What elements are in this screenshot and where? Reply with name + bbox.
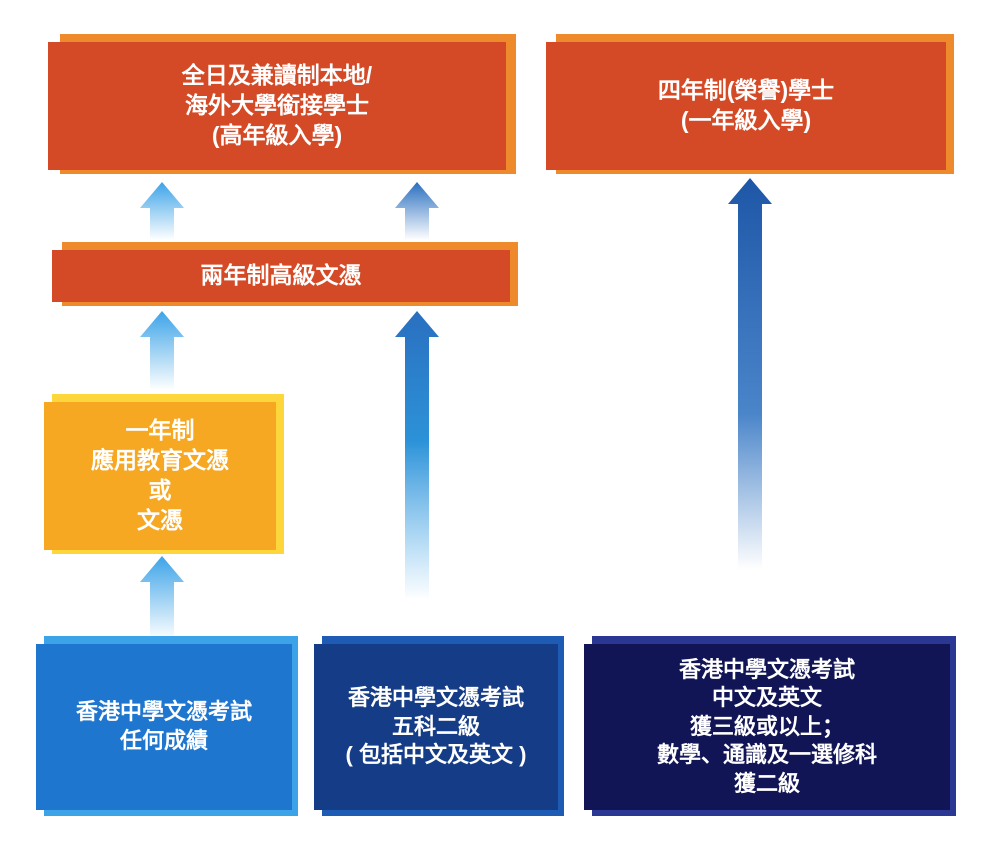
arrow-yellow-to-middle <box>140 311 184 390</box>
box-one-year-diploma-label: 一年制 應用教育文憑 或 文憑 <box>91 417 229 533</box>
box-four-year-degree: 四年制(榮譽)學士 (一年級入學) <box>546 42 946 170</box>
arrow-bottom-left-to-yellow <box>140 556 184 640</box>
box-dse-any-result-label: 香港中學文憑考試 任何成績 <box>75 699 252 753</box>
box-higher-diploma-label: 兩年制高級文憑 <box>200 262 362 289</box>
box-dse-any-result: 香港中學文憑考試 任何成績 <box>36 644 292 810</box>
box-bridging-degree: 全日及兼讀制本地/ 海外大學銜接學士 (高年級入學) <box>48 42 506 170</box>
arrow-mid-to-top-left-2 <box>395 182 439 240</box>
box-dse-level-requirements: 香港中學文憑考試 中文及英文 獲三級或以上； 數學、通識及一選修科 獲二級 <box>584 644 950 810</box>
arrow-bottom-right-to-top-right <box>728 178 772 570</box>
box-dse-five-subjects: 香港中學文憑考試 五科二級 ( 包括中文及英文 ) <box>314 644 558 810</box>
box-dse-level-requirements-label: 香港中學文憑考試 中文及英文 獲三級或以上； 數學、通識及一選修科 獲二級 <box>656 656 877 796</box>
box-dse-five-subjects-label: 香港中學文憑考試 五科二級 ( 包括中文及英文 ) <box>345 685 527 768</box>
box-four-year-degree-label: 四年制(榮譽)學士 (一年級入學) <box>657 77 835 133</box>
arrow-mid-to-top-left-1 <box>140 182 184 240</box>
box-one-year-diploma: 一年制 應用教育文憑 或 文憑 <box>44 402 276 550</box>
box-bridging-degree-label: 全日及兼讀制本地/ 海外大學銜接學士 (高年級入學) <box>181 62 373 148</box>
box-higher-diploma: 兩年制高級文憑 <box>52 250 510 302</box>
arrow-bottom-middle-to-middle <box>395 311 439 600</box>
